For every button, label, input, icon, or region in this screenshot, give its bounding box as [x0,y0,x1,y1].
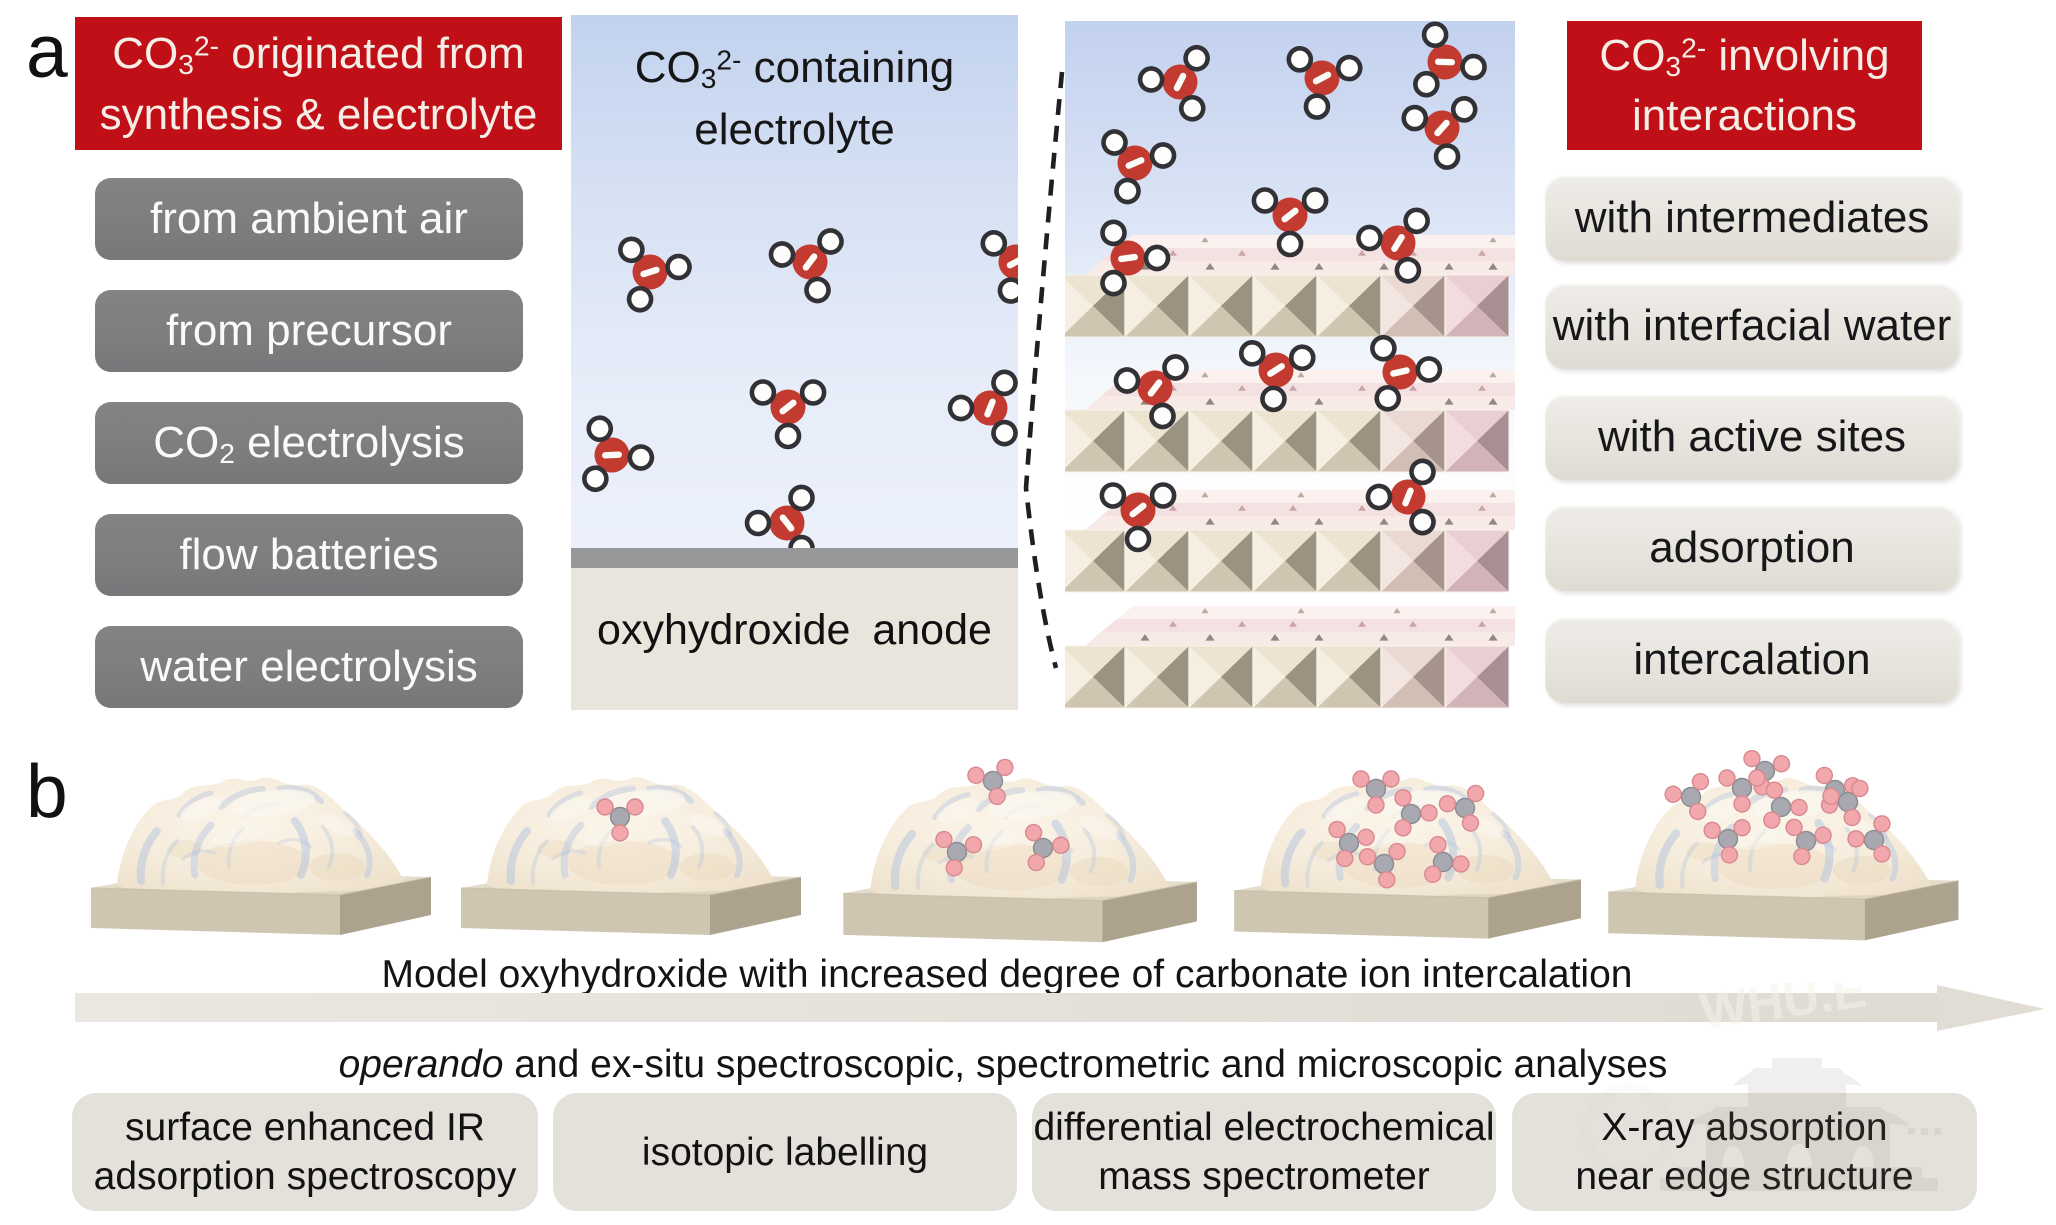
interaction-item-label: intercalation [1633,635,1871,684]
origin-item-1: from precursor [95,290,523,372]
origin-item-label: from precursor [165,306,453,355]
arrow-head [1937,985,2045,1031]
oxyhydroxide-model-1 [90,777,432,935]
anode-label: oxyhydroxide anode [597,605,992,654]
arrow-shaft [75,993,1937,1022]
interaction-item-4: intercalation [1545,617,1959,703]
origin-header-line1: CO32- originated from [112,28,525,80]
carbonate-ion [602,236,692,322]
particle-dome [113,777,413,897]
slab-front-face [843,893,1103,943]
method-line: mass spectrometer [1098,1155,1430,1198]
origin-header-line2: synthesis & electrolyte [99,89,538,139]
slab-front-face [1234,890,1489,939]
slab-edge [1608,880,1959,900]
octahedra-layer-2 [1065,370,1515,473]
carbonate-ion [571,413,656,508]
caption-methods: operando and ex-situ spectroscopic, spec… [338,1043,1668,1086]
origin-header: CO32- originated from synthesis & electr… [75,17,562,150]
watermark-text: WHU.E [1697,983,1870,1035]
oxyhydroxide-model-3 [843,778,1198,943]
method-line: isotopic labelling [641,1130,929,1174]
caption-models: Model oxyhydroxide with increased degree… [381,953,1633,996]
slab-right-face [710,877,801,935]
slab-front-face [461,888,710,935]
slab-edge [1234,878,1582,899]
carbonate-ion [769,228,856,310]
panel-a-label: a [26,9,68,93]
method-line: differential electrochemical [1033,1106,1495,1149]
method-box-0: surface enhanced IR adsorption spectrosco… [72,1093,538,1211]
interaction-item-2: with active sites [1545,394,1959,480]
anode-box: oxyhydroxide anode [571,568,1018,710]
electrolyte-panel: CO32- containing electrolyte oxyhydroxid… [571,15,1018,710]
slab-right-face [340,877,431,935]
origin-item-label: CO2 electrolysis [153,418,465,470]
carbonate-ion [752,382,824,448]
slab-front-face [91,888,340,935]
slab-edge [843,881,1198,902]
origin-item-4: water electrolysis [95,626,523,708]
interaction-item-label: with interfacial water [1552,301,1952,350]
method-box-2: differential electrochemical mass spectro… [1032,1093,1496,1211]
interactions-header-line1: CO32- involving [1599,30,1890,82]
progress-arrow: WHU.E [75,983,2045,1035]
octahedra-layer-1 [1065,235,1515,338]
interactions-header: CO32- involving interactions [1567,21,1922,150]
interaction-item-label: with intermediates [1574,193,1930,242]
method-box-3: X-ray absorption near edge structure [1512,1093,1977,1211]
layered-structure-panel [1065,21,1515,709]
origin-item-0: from ambient air [95,178,523,260]
interaction-item-1: with interfacial water [1545,283,1959,369]
origin-item-label: flow batteries [179,530,439,579]
method-line: X-ray absorption [1601,1106,1888,1149]
slab-right-face [1102,881,1197,943]
origin-item-2: CO2 electrolysis [95,402,523,484]
particle-dome [483,777,783,897]
anode-surface-band [571,548,1018,568]
interaction-item-label: with active sites [1597,412,1907,461]
origin-item-label: water electrolysis [140,642,478,691]
method-line: adsorption spectroscopy [93,1155,517,1198]
electrolyte-title-line1: CO32- containing [634,43,955,95]
method-line: surface enhanced IR [125,1106,485,1149]
slab-edge [460,876,802,896]
slab-front-face [1608,891,1865,941]
interaction-item-3: adsorption [1545,505,1959,591]
model-series [90,750,1959,943]
particle-dome [866,778,1179,903]
method-box-1: isotopic labelling [553,1093,1017,1211]
slab-right-face [1488,879,1581,939]
origin-item-label: from ambient air [150,194,468,243]
electrolyte-title-line2: electrolyte [694,105,895,154]
octahedra-layer-4 [1065,606,1515,709]
electrolyte-title: CO32- containing electrolyte [571,37,1018,161]
method-line: near edge structure [1575,1155,1914,1198]
interaction-item-0: with intermediates [1545,175,1959,261]
slab-right-face [1864,880,1959,941]
origin-item-3: flow batteries [95,514,523,596]
interaction-item-label: adsorption [1649,523,1855,572]
panel-b-label: b [26,749,68,833]
dashed-line [1023,71,1065,669]
interactions-header-line2: interactions [1631,90,1857,140]
slab-edge [90,876,432,896]
dashed-connector [1023,71,1065,669]
